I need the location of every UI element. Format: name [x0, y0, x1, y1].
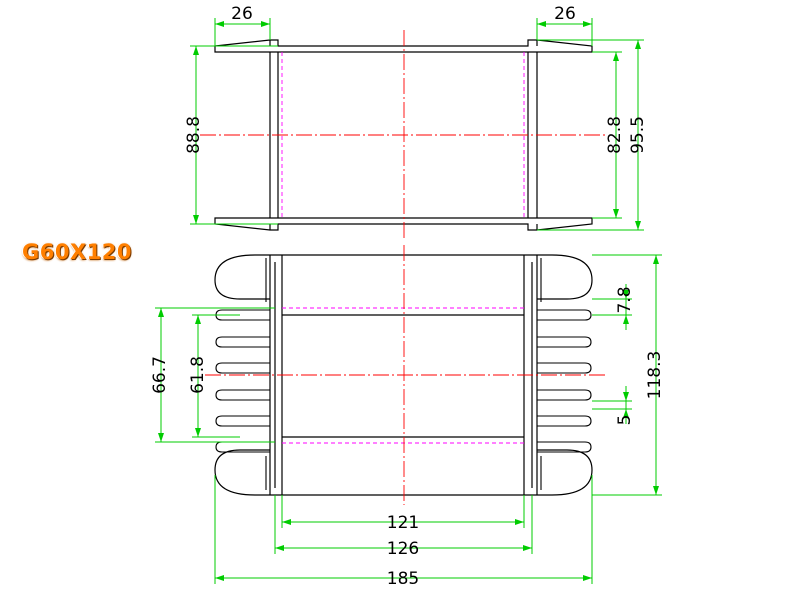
model-title: G60X120: [22, 240, 132, 264]
fin-right-2: [537, 336, 592, 348]
dim-top-95-5: 95.5: [628, 116, 648, 154]
dimension-labels: 26 26 88.8 82.8 95.5 66.7 61.8 7.8 5 118…: [150, 4, 665, 589]
dim-front-118-3: 118.3: [645, 351, 665, 400]
top-view: [200, 30, 605, 240]
dim-top-left-26: 26: [231, 4, 253, 24]
fin-left-4: [215, 389, 270, 401]
fin-right-1: [537, 309, 592, 321]
dim-front-7-8: 7.8: [615, 286, 635, 313]
front-right-cap: [537, 254, 593, 300]
front-fins-left: [215, 258, 270, 490]
fin-right-4: [537, 389, 592, 401]
fin-right-5: [537, 415, 592, 427]
dim-front-66-7: 66.7: [150, 356, 170, 394]
dim-top-right-26: 26: [554, 4, 576, 24]
top-flange-upper: [214, 39, 593, 53]
front-fins-right: [537, 258, 592, 490]
fin-right-3: [537, 362, 592, 374]
dim-front-185: 185: [387, 569, 419, 589]
front-left-cap: [214, 254, 270, 300]
fin-left-5: [215, 415, 270, 427]
front-view: [205, 245, 605, 505]
dim-front-61-8: 61.8: [188, 356, 208, 394]
dimension-lines: [155, 18, 662, 584]
fin-left-3: [215, 362, 270, 374]
fin-right-6: [537, 441, 592, 453]
dim-top-82-8: 82.8: [605, 116, 625, 154]
dim-front-126: 126: [387, 539, 419, 559]
dim-front-121: 121: [387, 513, 419, 533]
dim-front-5: 5: [615, 415, 635, 426]
fin-left-2: [215, 336, 270, 348]
top-flange-lower: [214, 217, 593, 231]
dim-top-88-8: 88.8: [184, 116, 204, 154]
